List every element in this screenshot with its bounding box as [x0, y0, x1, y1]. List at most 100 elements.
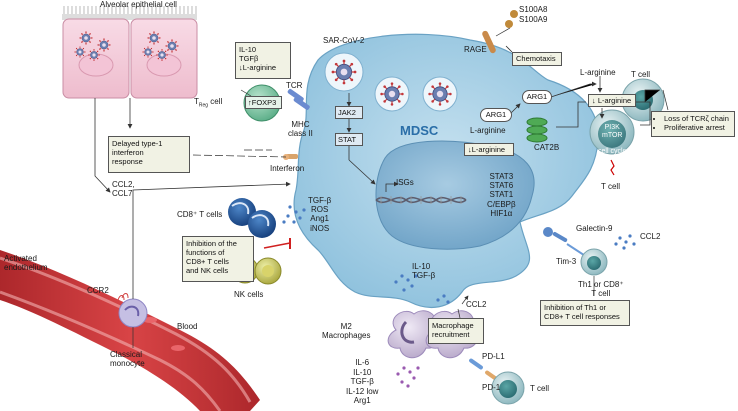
classical-line-2: monocyte [110, 359, 145, 369]
th1-line-2: T cell [591, 289, 611, 299]
inhib-line-3: CD8+ T cells [186, 257, 229, 266]
il10-tgfb-box: IL-10 TGFβ ↓L-arginine [235, 42, 291, 79]
transcription-factors: STAT3 STAT6 STAT1 C/EBPβ HIF1α [487, 172, 516, 218]
label-alveolar-epithelial-cell: Alveolar epithelial cell [100, 0, 177, 9]
cyto-inos: iNOS [310, 223, 330, 233]
ccl-line-2: CCL7 [112, 189, 133, 199]
label-l-arginine-inner: L-arginine [470, 126, 506, 135]
blood-vessel [0, 250, 260, 411]
activated-line-1: Activated [4, 254, 37, 263]
delayed-line-1: Delayed type-1 [112, 139, 163, 148]
m2-cytokines: IL-6 IL-10 TGF-β IL-12 low Arg1 [346, 358, 378, 406]
classical-line-1: Classical [110, 350, 143, 359]
th1-line-1: Th1 or CD8⁺ [578, 280, 624, 289]
loss-tcr-box: Loss of TCRζ chain Proliferative arrest [651, 111, 735, 137]
label-s100a9: S100A9 [519, 15, 548, 24]
tcr-mhc-complex [287, 88, 310, 110]
cat2b-transporter [526, 117, 548, 143]
tf-cebpb: C/EBPβ [487, 199, 516, 209]
inhib-line-4: and NK cells [186, 266, 229, 275]
label-tcr: TCR [286, 81, 303, 90]
label-galectin-9: Galectin-9 [576, 224, 613, 233]
delayed-line-2: interferon [112, 148, 144, 157]
label-mtor: mTOR [602, 132, 623, 140]
classical-monocyte-shape [117, 293, 148, 328]
inhibition-th1-box: Inhibition of Th1 or CD8+ T cell respons… [540, 300, 630, 326]
mhc-line-2: class II [288, 129, 313, 139]
label-pd-1: PD-1 [482, 383, 501, 392]
rage-receptor [482, 10, 518, 54]
inhib-th1-line-1: Inhibition of Th1 or [544, 303, 606, 312]
macrophage-recruitment-box: Macrophage recruitment [428, 318, 484, 344]
label-l-arginine-top: L-arginine [580, 68, 616, 77]
m2cyto-il6: IL-6 [355, 358, 370, 367]
label-nk-cells: NK cells [234, 290, 264, 299]
label-s100a8: S100A8 [519, 5, 548, 14]
label-tcell-right: T cell [601, 182, 620, 191]
il10b-line-1: IL-10 [412, 262, 431, 271]
mdsc-title: MDSC [400, 123, 439, 138]
m2cyto-arg1: Arg1 [353, 396, 371, 406]
jak2-box: JAK2 [335, 106, 363, 119]
recruit-line-2: recruitment [432, 330, 470, 339]
label-rage: RAGE [464, 45, 487, 54]
cytokines-group: TGF-β ROS Ang1 iNOS [308, 196, 331, 233]
label-sars-cov-2: SAR-CoV-2 [323, 36, 365, 45]
l-arginine-down-box: ↓L-arginine [464, 143, 514, 156]
m2cyto-il12: IL-12 low [346, 386, 379, 396]
il10-line-3: ↓L-arginine [239, 63, 277, 72]
cyto-ang1: Ang1 [310, 214, 329, 224]
loss-item-2: Proliferative arrest [664, 123, 731, 132]
arg1-inner-pill: ARG1 [480, 108, 512, 122]
recruit-line-1: Macrophage [432, 321, 474, 330]
l-arginine-down-right-box: ↓ L-arginine [588, 94, 636, 107]
il10-line-2: TGFβ [239, 54, 259, 63]
label-tcell-bottom: T cell [530, 384, 549, 393]
label-tim3: Tim-3 [556, 257, 577, 266]
m2-line-2: Macrophages [322, 331, 371, 341]
label-ccr2: CCR2 [87, 286, 109, 295]
chemotaxis-box: Chemotaxis [512, 52, 562, 66]
delayed-interferon-box: Delayed type-1 interferon response [108, 136, 190, 173]
label-tcell-right-top: T cell [631, 70, 650, 79]
m2-line-1: M2 [340, 322, 352, 331]
cd8-tcells-shape [228, 198, 276, 238]
label-isgs: ISGs [396, 178, 414, 187]
tf-hif1a: HIF1α [490, 208, 513, 218]
inhib-line-2: functions of [186, 248, 225, 257]
nucleus [375, 140, 535, 250]
stat-box: STAT [335, 133, 363, 146]
tf-stat1: STAT1 [489, 190, 514, 200]
treg-subscript: Reg [198, 102, 209, 109]
treg-suffix: cell [208, 97, 223, 106]
inhibition-cd8-nk-box: Inhibition of the functions of CD8+ T ce… [182, 236, 254, 282]
label-ccl2-ccl7: CCL2,CCL7 [112, 180, 135, 198]
inhib-th1-line-2: CD8+ T cell responses [544, 312, 620, 321]
cyto-tgfb: TGF-β [308, 196, 332, 205]
label-treg-cell: TReg cell [194, 97, 222, 109]
m2cyto-il10: IL-10 [353, 367, 372, 377]
m2cyto-tgfb: TGF-β [350, 377, 374, 387]
label-cat2b: CAT2B [534, 143, 560, 152]
tcell-signaling: PI3K mTOR [602, 124, 622, 140]
tf-stat6: STAT6 [489, 181, 514, 191]
foxp3-box: ↑FOXP3 [245, 96, 282, 109]
loss-list: Loss of TCRζ chain Proliferative arrest [655, 114, 731, 132]
il10-line-1: IL-10 [239, 45, 257, 54]
delayed-line-3: response [112, 157, 143, 166]
label-ccl2-right: CCL2 [640, 232, 661, 241]
ccl-line-1: CCL2, [112, 180, 135, 189]
cyto-ros: ROS [310, 205, 329, 215]
label-cell-cycle: cell cycle [598, 148, 627, 155]
label-cd8-tcells: CD8⁺ T cells [177, 210, 223, 219]
loss-item-1: Loss of TCRζ chain [664, 114, 731, 123]
label-ccl2-bottom: CCL2 [466, 300, 487, 309]
label-blood: Blood [177, 322, 198, 331]
treg-t: T [194, 97, 199, 106]
